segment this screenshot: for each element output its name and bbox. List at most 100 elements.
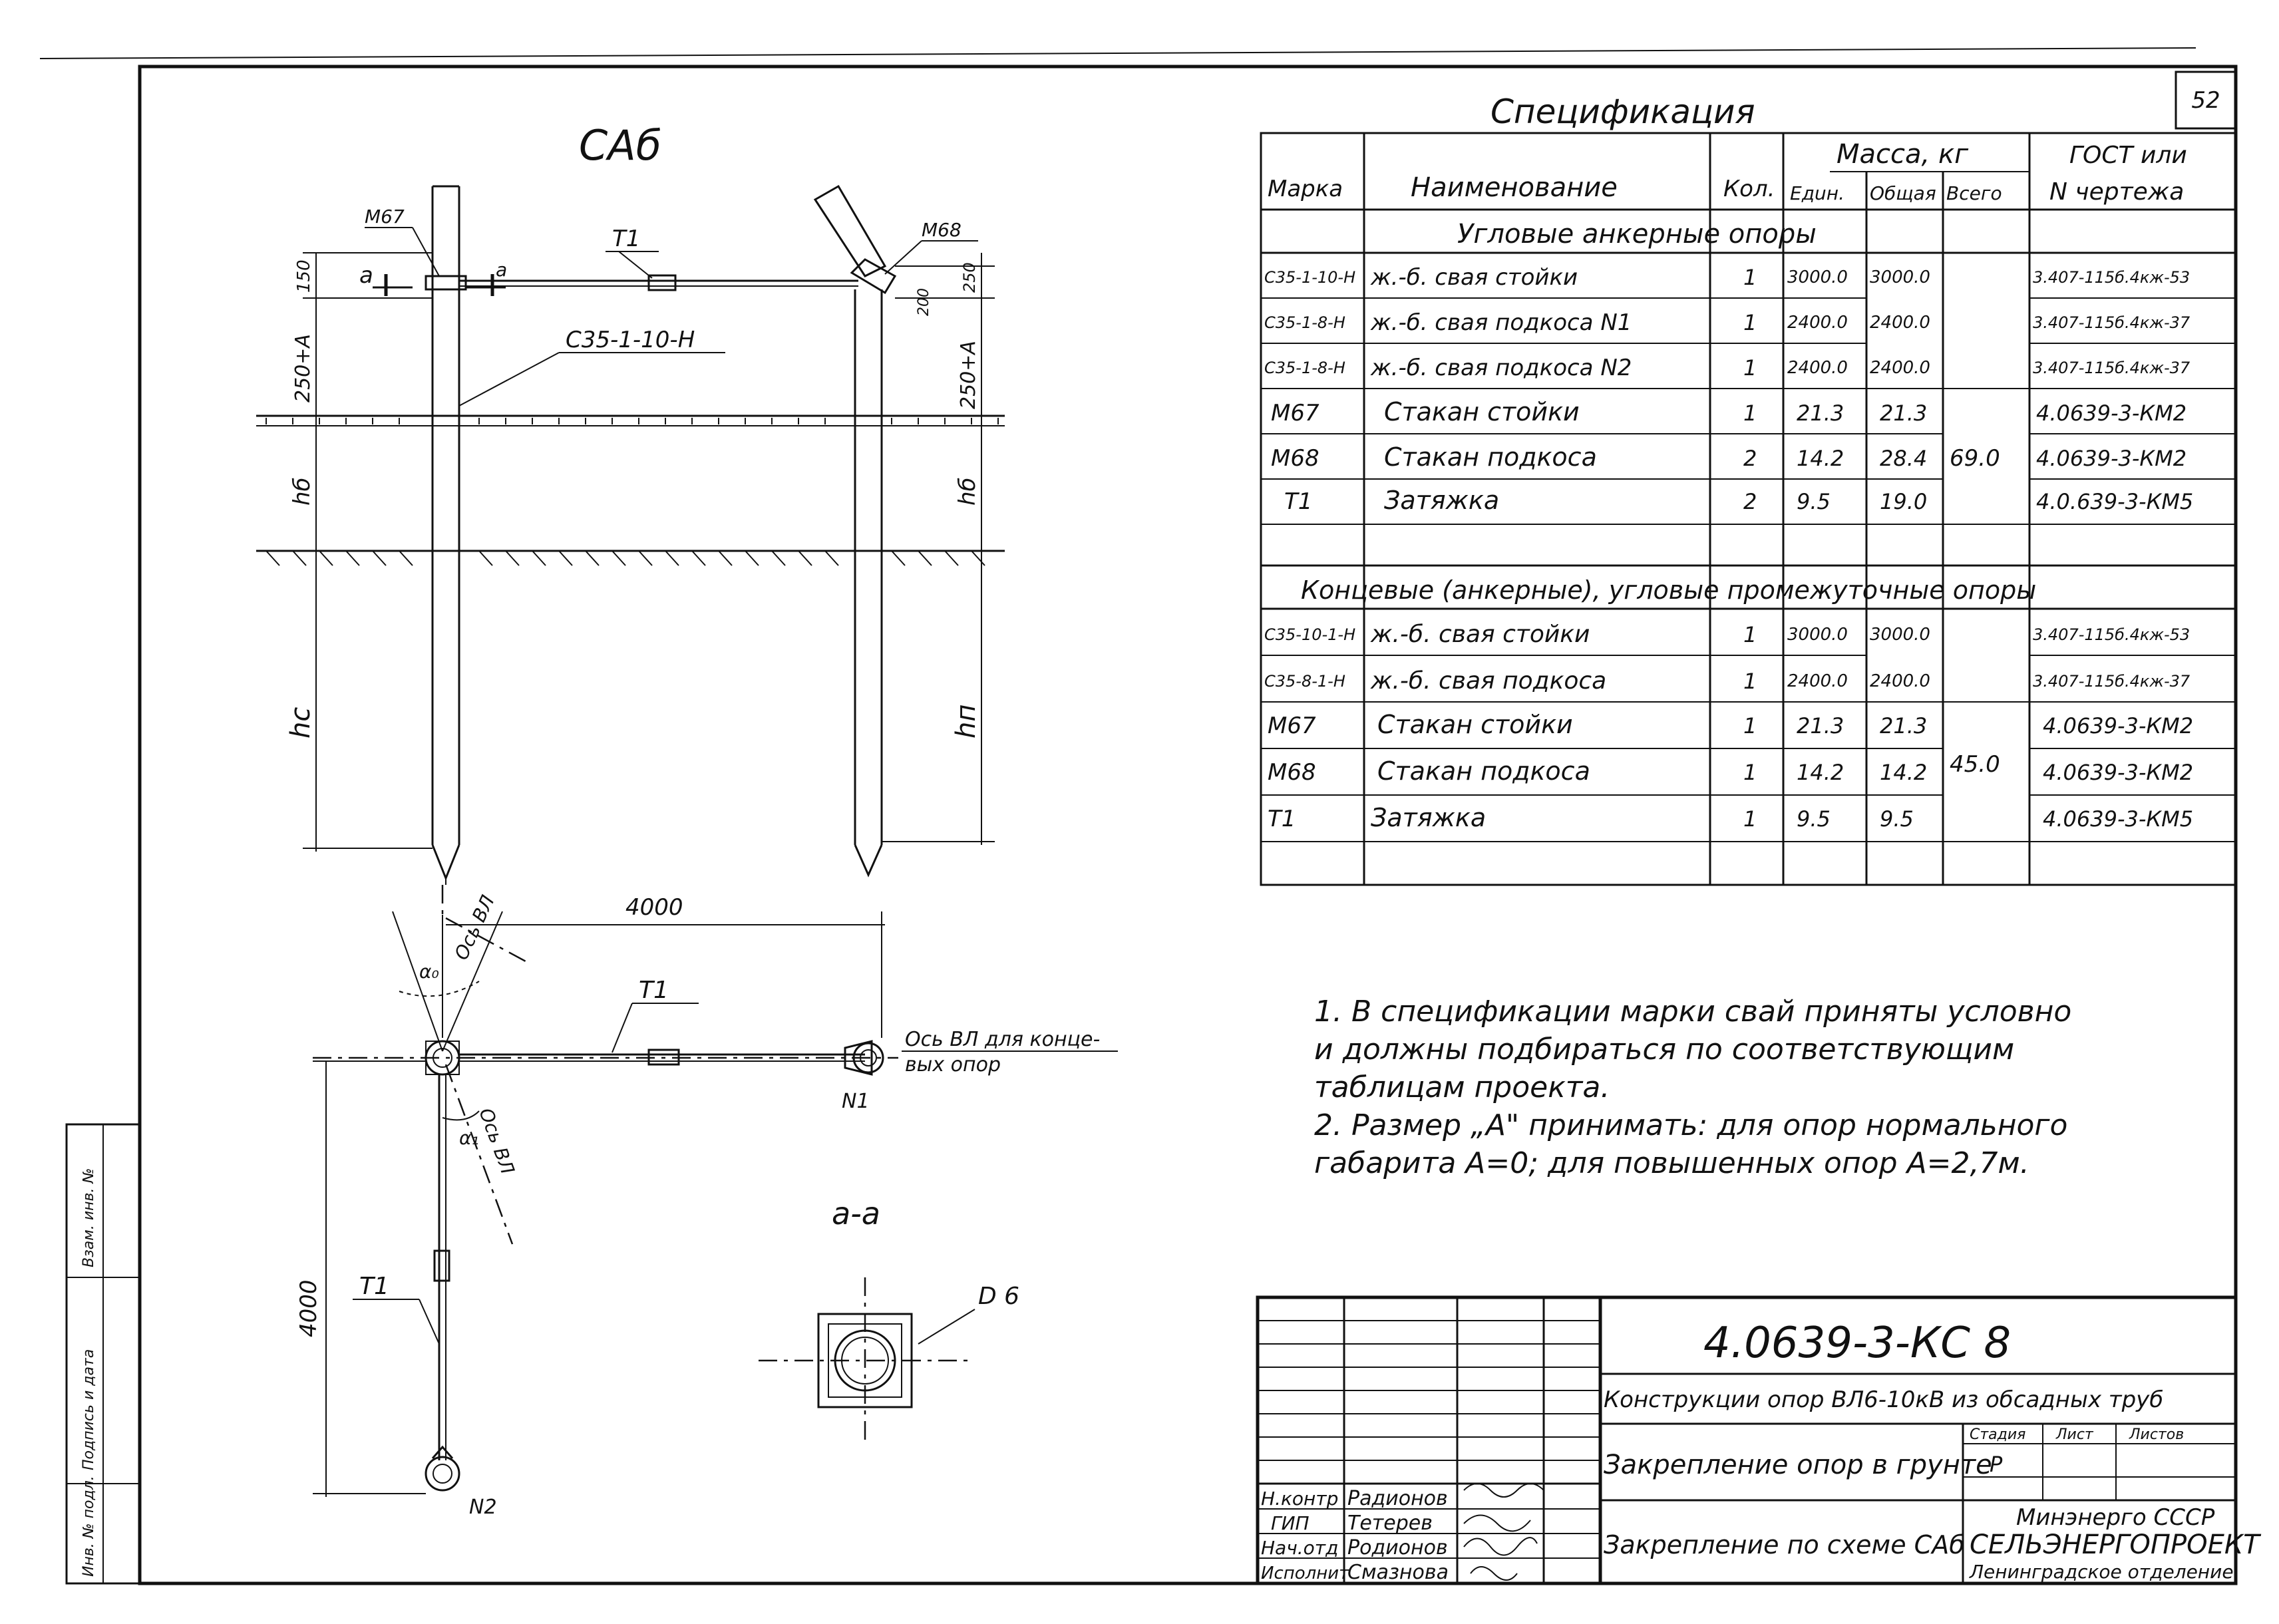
hdr-total: Общая	[1870, 182, 1936, 204]
hb-left: hб	[289, 477, 315, 506]
r1-3-name: Стакан стойки	[1384, 397, 1580, 426]
r1-4-name: Стакан подкоса	[1384, 442, 1597, 472]
elevation-view: САб	[256, 121, 1005, 885]
note-line-2: и должны подбираться по соответствующим	[1314, 1033, 2014, 1066]
right-dimensions: 250 200 250+А hб hп	[882, 253, 995, 845]
spec-rows2: С35-10-1-Н ж.-б. свая стойки 1 3000.0 30…	[1261, 621, 2236, 842]
r2-4-mark: Т1	[1268, 806, 1296, 832]
stamp-name-2: Родионов	[1347, 1536, 1448, 1559]
r1-3-mark: М67	[1271, 400, 1319, 426]
r1-1-doc: 3.407-115б.4кж-37	[2033, 313, 2191, 332]
hdr-qty: Кол.	[1723, 176, 1775, 202]
stamp-role-1: ГИП	[1271, 1512, 1310, 1534]
page-number-box	[2175, 71, 2237, 130]
left-pile	[425, 185, 467, 885]
r1-0-total: 3000.0	[1870, 267, 1930, 287]
r2-3-doc: 4.0639-3-КМ2	[2043, 760, 2193, 785]
r1-4-qty: 2	[1743, 446, 1757, 471]
page-number: 52	[2191, 87, 2220, 114]
strut-inclined	[813, 184, 887, 277]
r1-0-doc: 3.407-115б.4кж-53	[2033, 268, 2190, 287]
dim-200: 200	[916, 288, 932, 316]
hdr-gost2: N чертежа	[2049, 178, 2184, 206]
note-line-3: таблицам проекта.	[1314, 1070, 1610, 1104]
r1-0-unit: 3000.0	[1787, 267, 1848, 287]
plan-view: 4000 4000 α₀ Ось ВЛ Т1 N1 Ось ВЛ для кон…	[295, 885, 1118, 1519]
r2-2-total: 21.3	[1880, 713, 1927, 738]
r1-4-mark: М68	[1271, 445, 1319, 472]
notes: 1. В спецификации марки свай приняты усл…	[1314, 995, 2071, 1180]
note-line-4: 2. Размер „А" принимать: для опор нормал…	[1314, 1108, 2067, 1142]
r1-4-total: 28.4	[1880, 446, 1927, 471]
spec-section2: Концевые (анкерные), угловые промежуточн…	[1301, 575, 2036, 605]
section-d6: D 6	[978, 1283, 1019, 1310]
stamp-name-3: Смазнова	[1347, 1561, 1449, 1584]
r1-5-qty: 2	[1743, 489, 1757, 514]
stamp-code: 4.0639-3-КС 8	[1703, 1319, 2011, 1368]
plan-label-t1-top: Т1	[639, 977, 669, 1004]
r1-3-total: 21.3	[1880, 401, 1927, 426]
label-pile: С35-1-10-Н	[566, 327, 695, 353]
r1-2-total: 2400.0	[1870, 358, 1930, 378]
dim-250: 250	[960, 262, 979, 293]
hb-right: hб	[954, 477, 981, 506]
r1-total: 69.0	[1950, 445, 2000, 472]
signature-2	[1463, 1537, 1538, 1556]
r1-2-unit: 2400.0	[1787, 358, 1848, 378]
right-pile	[813, 184, 897, 878]
r2-3-unit: 14.2	[1797, 760, 1844, 785]
hdr-gost1: ГОСТ или	[2069, 142, 2187, 169]
r1-0-name: ж.-б. свая стойки	[1370, 264, 1578, 291]
alpha1: α₁	[459, 1127, 479, 1149]
signature-1	[1463, 1514, 1531, 1532]
cap-m68	[850, 258, 897, 295]
scheme-title: САб	[579, 121, 661, 170]
label-m67: М67	[365, 206, 405, 228]
side-stamp-replace: Взам. инв. №	[81, 1168, 97, 1267]
ground-hatch-lower	[265, 550, 985, 566]
r1-1-total: 2400.0	[1870, 313, 1930, 333]
section-view: а-а D 6	[759, 1196, 1019, 1444]
r2-1-total: 2400.0	[1870, 671, 1930, 691]
r2-4-name: Затяжка	[1371, 803, 1486, 832]
r1-2-doc: 3.407-115б.4кж-37	[2033, 359, 2191, 377]
sheet-top-trim	[39, 47, 2196, 59]
hdr-all: Всего	[1946, 182, 2002, 204]
r2-0-total: 3000.0	[1870, 625, 1930, 645]
r1-2-mark: С35-1-8-Н	[1264, 359, 1345, 377]
cap-m67	[425, 275, 467, 291]
signature-0	[1463, 1483, 1544, 1498]
stamp-org2: СЕЛЬЭНЕРГОПРОЕКТ	[1970, 1530, 2262, 1560]
r1-5-doc: 4.0.639-3-КМ5	[2036, 489, 2193, 514]
r2-total: 45.0	[1950, 751, 2000, 778]
plan-dim-4000-h: 4000	[625, 894, 683, 921]
r2-4-total: 9.5	[1880, 806, 1914, 832]
plan-node-n2	[425, 1456, 460, 1492]
hc: hс	[285, 707, 316, 738]
ground-hatch-upper	[265, 418, 999, 424]
label-t1: Т1	[612, 226, 640, 252]
r2-0-doc: 3.407-115б.4кж-53	[2033, 625, 2190, 644]
dim-250a-right: 250+А	[957, 341, 980, 409]
stamp-role-3: Исполнит	[1261, 1563, 1349, 1583]
r1-5-mark: Т1	[1284, 488, 1312, 515]
section-title: а-а	[832, 1196, 880, 1231]
r2-2-mark: М67	[1268, 713, 1316, 739]
spec-table: Спецификация Марка Наименование Кол. Мас…	[1260, 92, 2237, 886]
stamp-sheet-h: Лист	[2055, 1426, 2094, 1443]
r1-3-unit: 21.3	[1797, 401, 1844, 426]
r2-4-unit: 9.5	[1797, 806, 1831, 832]
side-stamp: Инв. № подл. Подпись и дата Взам. инв. №	[65, 1123, 141, 1585]
dim-250a-left: 250+А	[291, 334, 315, 403]
r1-5-unit: 9.5	[1797, 489, 1831, 514]
r2-3-total: 14.2	[1880, 760, 1927, 785]
r2-2-name: Стакан стойки	[1377, 710, 1573, 739]
r1-5-total: 19.0	[1880, 489, 1927, 514]
r2-2-qty: 1	[1743, 713, 1757, 738]
stamp-name-0: Радионов	[1347, 1487, 1448, 1510]
plan-label-t1-left: Т1	[359, 1273, 389, 1300]
side-stamp-sign: Подпись и дата	[81, 1349, 97, 1470]
alpha0: α₀	[419, 961, 439, 983]
plan-n1: N1	[842, 1090, 870, 1113]
